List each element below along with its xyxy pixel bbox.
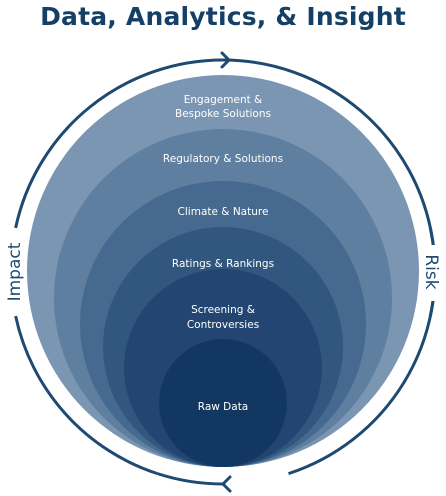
risk-gap	[420, 245, 444, 301]
layer-circle-6	[159, 339, 287, 467]
outer-cycle-ring	[2, 51, 444, 493]
layer-label-4-line-1: Ratings & Rankings	[172, 258, 274, 270]
layer-label-3-line-1: Climate & Nature	[178, 206, 269, 218]
impact-gap	[2, 238, 26, 306]
impact-label: Impact	[5, 242, 25, 301]
layers-group: Engagement & Bespoke SolutionsRegulatory …	[27, 75, 419, 467]
risk-label: Risk	[421, 254, 441, 289]
layer-label-5-line-1: Screening &	[191, 304, 255, 316]
layer-label-5-line-2: Controversies	[187, 319, 259, 331]
top-arrow-icon	[220, 51, 231, 69]
layer-label-6-line-1: Raw Data	[198, 401, 249, 413]
ring-arc-bottom	[157, 472, 224, 486]
layer-label-1-line-2: Bespoke Solutions	[175, 108, 271, 120]
layer-label-2-line-1: Regulatory & Solutions	[163, 153, 283, 165]
layer-label-1-line-1: Engagement &	[184, 94, 263, 106]
page-title: Data, Analytics, & Insight	[40, 2, 406, 31]
ring-arc-left-lower	[14, 315, 158, 476]
ring-arc-left-upper	[14, 58, 224, 229]
bottom-arrow-icon	[221, 475, 232, 493]
